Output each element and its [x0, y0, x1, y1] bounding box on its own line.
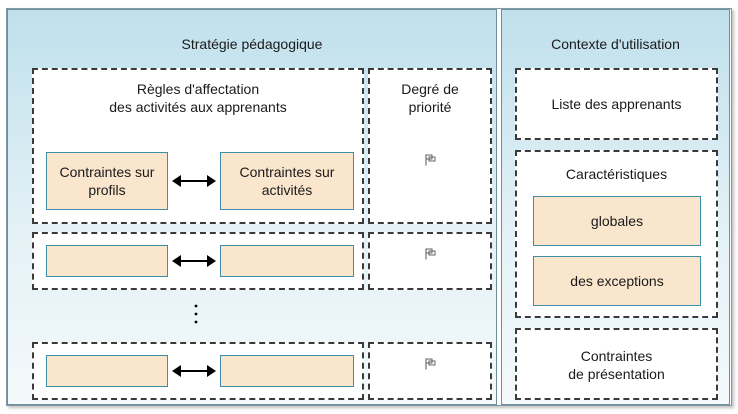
flag-icon [425, 358, 436, 370]
presentation-constraints-block: Contraintes de présentation [515, 328, 718, 400]
rule-row-2 [32, 232, 364, 290]
priority-block: Degré de priorité [368, 68, 492, 224]
profile-constraints-box [46, 355, 168, 387]
activity-constraints-box [220, 355, 354, 387]
presentation-constraints-label: Contraintes de présentation [568, 348, 665, 382]
strategy-panel-title: Stratégie pédagogique [181, 36, 323, 52]
characteristics-block: Caractéristiques globales des exceptions [515, 150, 718, 318]
rules-block: Règles d'affectation des activités aux a… [32, 68, 364, 224]
profile-constraints-box: Contraintes sur profils [46, 152, 168, 210]
learners-list-label: Liste des apprenants [551, 96, 682, 112]
double-arrow-icon [172, 365, 216, 377]
rules-header: Règles d'affectation des activités aux a… [109, 81, 287, 115]
rule-row-3 [32, 342, 364, 400]
vertical-ellipsis-icon [194, 304, 198, 324]
flag-icon [425, 248, 436, 260]
global-characteristics-box: globales [533, 196, 701, 246]
priority-row-3 [368, 342, 492, 400]
activity-constraints-box: Contraintes sur activités [220, 152, 354, 210]
activity-constraints-box [220, 245, 354, 277]
profile-constraints-box [46, 245, 168, 277]
diagram-frame: Stratégie pédagogique Règles d'affectati… [6, 8, 732, 406]
characteristics-title: Caractéristiques [565, 166, 668, 182]
context-panel: Contexte d'utilisation Liste des apprena… [501, 9, 730, 405]
double-arrow-icon [172, 175, 216, 187]
flag-icon [425, 154, 436, 166]
priority-row-2 [368, 232, 492, 290]
exception-characteristics-box: des exceptions [533, 256, 701, 306]
strategy-panel: Stratégie pédagogique Règles d'affectati… [7, 9, 497, 405]
double-arrow-icon [172, 255, 216, 267]
learners-list-block: Liste des apprenants [515, 68, 718, 140]
priority-header: Degré de priorité [401, 81, 459, 115]
context-panel-title: Contexte d'utilisation [551, 36, 680, 52]
